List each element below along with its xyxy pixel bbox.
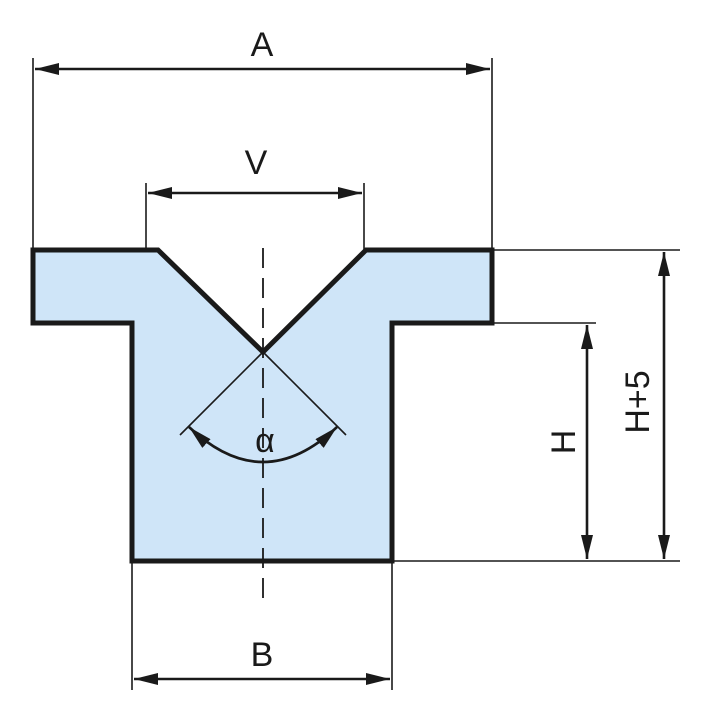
angle-ray-left xyxy=(179,351,264,436)
angle-ray-right xyxy=(262,351,347,436)
label-a: A xyxy=(251,26,274,64)
angle-label: α xyxy=(255,422,275,460)
label-v: V xyxy=(245,144,268,182)
label-h-plus-5: H+5 xyxy=(619,370,657,433)
angle-arc xyxy=(188,426,338,464)
label-h: H xyxy=(545,430,583,455)
label-b: B xyxy=(251,636,274,674)
